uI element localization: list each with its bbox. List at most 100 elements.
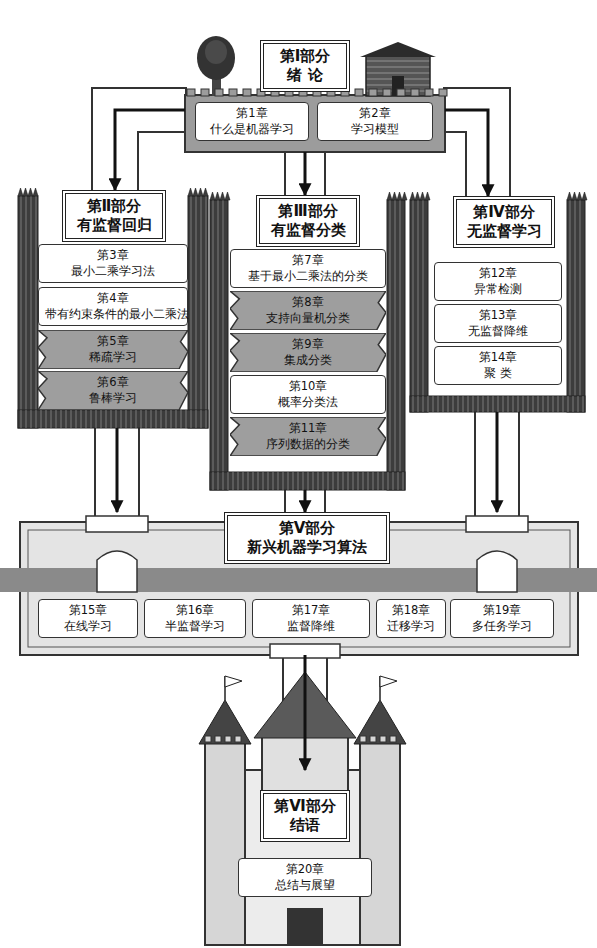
stake xyxy=(66,410,67,428)
part-region: 第Ⅲ部分有监督分类第7章基于最小二乘法的分类第8章支持向量机分类第9章集成分类第… xyxy=(210,195,405,490)
battlement xyxy=(439,89,447,96)
chapter-title: 聚 类 xyxy=(441,366,555,382)
stake xyxy=(418,396,419,412)
stake xyxy=(548,396,549,412)
chapter-box: 第18章迁移学习 xyxy=(376,599,446,638)
gate-arch xyxy=(97,551,137,592)
tower-roof xyxy=(354,700,406,744)
road xyxy=(95,424,139,524)
stake xyxy=(338,472,339,490)
stake xyxy=(56,410,57,428)
tower-roof xyxy=(199,700,251,744)
stake xyxy=(403,472,404,490)
chapter-title: 无监督降维 xyxy=(441,324,555,340)
stake xyxy=(368,472,369,490)
stake xyxy=(558,396,559,412)
chapter-title: 第2章 xyxy=(324,106,426,122)
part-heading-box: 第Ⅱ部分有监督回归 xyxy=(62,190,166,242)
chapter-box: 第20章总结与展望 xyxy=(238,858,372,897)
palisade-wall xyxy=(210,472,405,490)
flow-arrow xyxy=(304,655,307,770)
castle-tower xyxy=(360,742,400,945)
chapter-title: 稀疏学习 xyxy=(51,350,175,366)
stake xyxy=(206,410,207,428)
stake xyxy=(228,472,229,490)
chapter-title: 第5章 xyxy=(51,334,175,350)
chapter-box: 第17章监督降维 xyxy=(252,599,370,638)
banner-outline xyxy=(230,333,386,372)
stake xyxy=(146,410,147,428)
part-region: 第Ⅱ部分有监督回归第3章最小二乘学习法第4章带有约束条件的最小二乘法第5章稀疏学… xyxy=(18,190,208,428)
part-title: 无监督学习 xyxy=(461,222,547,241)
part-heading-box: 第Ⅰ部分绪 论 xyxy=(260,40,350,92)
chapter-box: 第16章半监督学习 xyxy=(144,599,246,638)
chapter-title: 第18章 xyxy=(383,603,439,619)
chapter-title: 异常检测 xyxy=(441,282,555,298)
stake xyxy=(423,200,424,412)
chapter-title: 基于最小二乘法的分类 xyxy=(237,269,379,285)
stake xyxy=(86,410,87,428)
house xyxy=(366,56,430,96)
stake xyxy=(568,396,569,412)
stake xyxy=(518,396,519,412)
chapter-title: 第4章 xyxy=(45,291,181,307)
part-region: 第Ⅵ部分结语第20章总结与展望 xyxy=(205,770,400,945)
chapter-title: 总结与展望 xyxy=(245,878,365,894)
spike xyxy=(188,188,193,196)
stake xyxy=(253,472,254,490)
stake xyxy=(433,396,434,412)
part-heading-box: 第Ⅳ部分无监督学习 xyxy=(453,196,555,248)
stake xyxy=(106,410,107,428)
part-title: 第Ⅰ部分 xyxy=(268,47,342,66)
stake xyxy=(488,396,489,412)
wall-band xyxy=(185,95,445,152)
spike xyxy=(402,192,407,200)
road xyxy=(285,150,325,198)
stake xyxy=(121,410,122,428)
spike xyxy=(392,192,397,200)
spike xyxy=(577,192,582,200)
stake xyxy=(428,396,429,412)
gate xyxy=(466,516,528,532)
banner-outline xyxy=(230,291,386,330)
chapter-title: 第9章 xyxy=(243,337,373,353)
stake xyxy=(191,410,192,428)
stake xyxy=(395,200,396,490)
chapter-title: 学习模型 xyxy=(324,122,426,138)
chapter-box: 第12章异常检测 xyxy=(434,262,562,301)
stake xyxy=(343,472,344,490)
stake xyxy=(51,410,52,428)
battlement xyxy=(229,89,237,96)
part-title: 第Ⅳ部分 xyxy=(461,203,547,222)
stake xyxy=(31,196,32,428)
stake xyxy=(543,396,544,412)
battlement xyxy=(370,736,376,742)
stake xyxy=(303,472,304,490)
stake xyxy=(353,472,354,490)
stake xyxy=(583,396,584,412)
palisade-wall xyxy=(188,196,208,428)
stake xyxy=(233,472,234,490)
stake xyxy=(278,472,279,490)
chapter-title: 半监督学习 xyxy=(151,619,239,635)
stake xyxy=(196,410,197,428)
stake xyxy=(268,472,269,490)
spike xyxy=(198,188,203,196)
flow-arrow xyxy=(304,152,307,195)
stake xyxy=(223,200,224,490)
stake xyxy=(378,472,379,490)
chapter-title: 第1章 xyxy=(202,106,302,122)
battlement xyxy=(397,89,405,96)
stake xyxy=(201,196,202,428)
chapter-title: 序列数据的分类 xyxy=(243,437,373,453)
battlement xyxy=(205,736,211,742)
battlement xyxy=(215,736,221,742)
banner-outline xyxy=(38,371,188,410)
flow-arrow xyxy=(496,412,499,512)
stake xyxy=(156,410,157,428)
spike xyxy=(225,192,230,200)
spike xyxy=(410,192,415,200)
spike xyxy=(425,192,430,200)
palisade-wall xyxy=(210,200,228,490)
stake xyxy=(400,200,401,490)
